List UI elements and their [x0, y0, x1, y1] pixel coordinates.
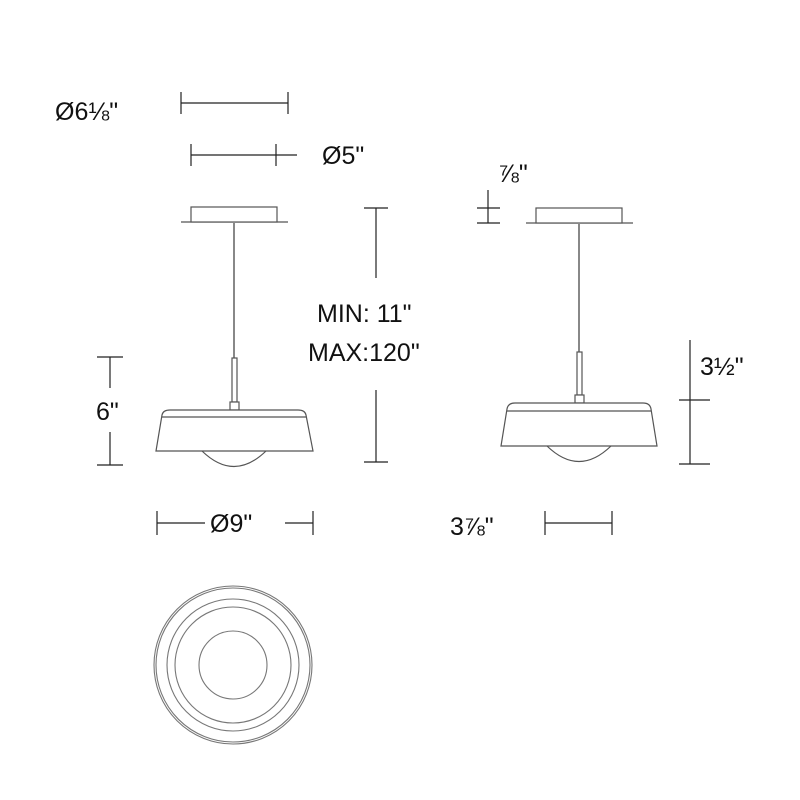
stem: [231, 357, 238, 403]
outer-rim-ring: [153, 585, 313, 745]
canopy-plate-diameter-label: Ø5": [322, 142, 365, 170]
diffuser-dome: [201, 450, 267, 467]
shade-ring: [166, 598, 300, 732]
coupler: [229, 401, 240, 411]
stem: [576, 351, 583, 396]
pendant-front-view: [155, 206, 314, 467]
pendant-side-view: [500, 207, 658, 462]
shade: [155, 409, 314, 452]
coupler: [574, 394, 585, 404]
half-width-label: 3⅞": [450, 513, 494, 541]
shade-inner-ring: [174, 606, 292, 724]
overall-length-min-label: MIN: 11": [317, 300, 412, 328]
dimension-lines: [97, 92, 710, 535]
canopy-height-label: ⅞": [498, 160, 528, 188]
diffuser-ring: [198, 630, 268, 700]
shade: [500, 402, 658, 447]
canopy: [190, 206, 278, 223]
shade-height-label: 3½": [700, 353, 744, 381]
shade-diameter-label: Ø9": [210, 510, 253, 538]
canopy: [535, 207, 623, 224]
fixture-height-label: 6": [96, 398, 119, 426]
overall-length-max-label: MAX:120": [308, 339, 420, 367]
outer-rim-inner-ring: [155, 587, 311, 743]
pendant-bottom-view: [153, 585, 313, 745]
canopy-diameter-label: Ø6⅛": [55, 98, 119, 126]
diffuser-dome: [546, 445, 612, 462]
